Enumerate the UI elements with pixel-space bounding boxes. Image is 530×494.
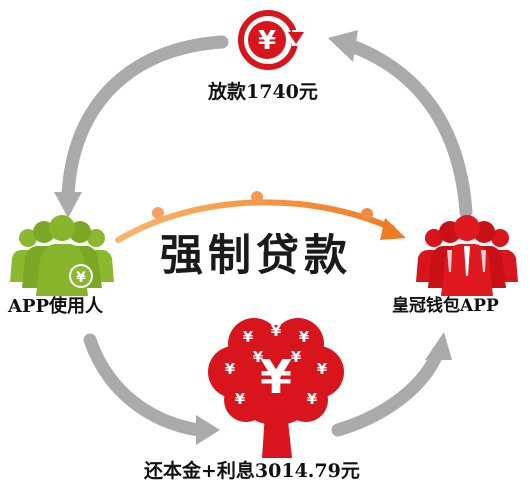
cycle-arrows <box>54 30 473 445</box>
yuan-glyph: ¥ <box>317 360 328 378</box>
yuan-glyph: ¥ <box>258 26 276 56</box>
user-group-icon-left: ¥ <box>10 215 114 296</box>
arc-dot <box>251 191 263 203</box>
arc-dot <box>361 208 373 220</box>
yuan-glyph: ¥ <box>271 322 282 340</box>
yuan-glyph: ¥ <box>225 360 236 378</box>
arrow-left-to-bottom <box>83 333 220 445</box>
yuan-coin-icon: ¥ <box>238 10 306 70</box>
yuan-glyph: ¥ <box>260 350 292 404</box>
money-tree-icon: ¥ ¥ ¥ ¥ ¥ ¥ ¥ ¥ ¥ ¥ <box>208 318 344 458</box>
user-group-icon-right <box>416 215 518 296</box>
arrow-bottom-to-right <box>331 332 452 437</box>
arrow-right-to-top <box>328 30 473 219</box>
yuan-glyph: ¥ <box>235 390 246 408</box>
yuan-glyph: ¥ <box>299 328 310 346</box>
top-node-label: 放款1740元 <box>208 81 318 103</box>
orange-arc-arrow <box>115 191 406 243</box>
yuan-glyph: ¥ <box>253 348 264 366</box>
yuan-glyph: ¥ <box>76 270 86 286</box>
arrow-top-to-left <box>54 35 229 218</box>
yuan-glyph: ¥ <box>243 328 254 346</box>
yuan-glyph: ¥ <box>307 390 318 408</box>
center-title: 强制贷款 <box>160 231 352 281</box>
yuan-glyph: ¥ <box>291 348 302 366</box>
left-node-label: APP使用人 <box>8 296 104 317</box>
bottom-node-label: 还本金+利息3014.79元 <box>144 460 360 482</box>
right-node-label: 皇冠钱包APP <box>392 296 499 316</box>
arc-dot <box>152 207 164 219</box>
